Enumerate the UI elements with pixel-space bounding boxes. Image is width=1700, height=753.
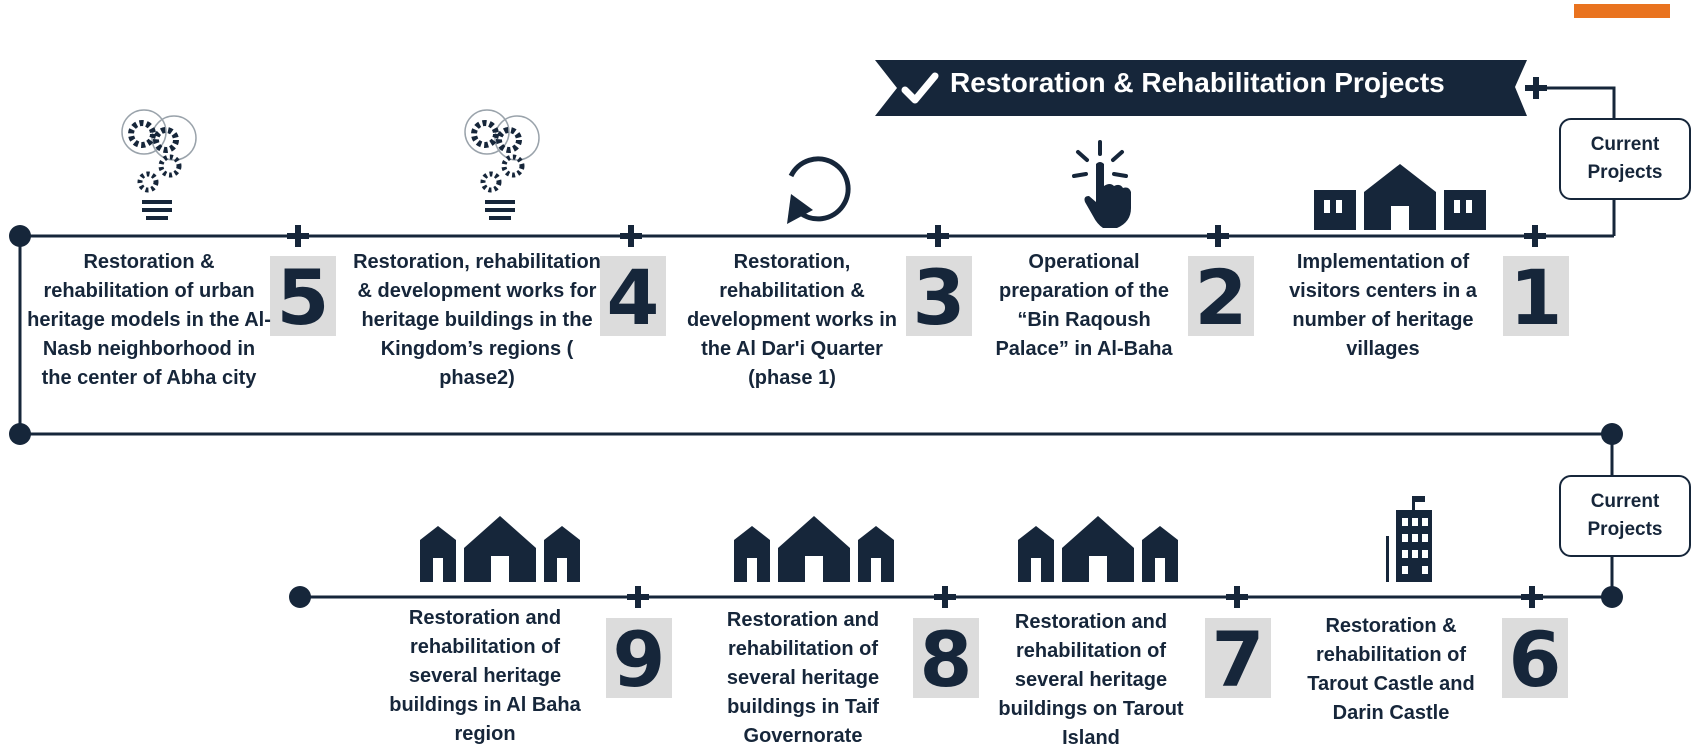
current-projects-label: Current Projects xyxy=(1587,491,1663,540)
project-number: 7 xyxy=(1205,618,1271,702)
project-number: 2 xyxy=(1188,256,1254,340)
plus-icon xyxy=(1525,77,1547,99)
project-label: Operational preparation of the “Bin Raqo… xyxy=(995,251,1173,360)
project-label: Restoration & rehabilitation of Tarout C… xyxy=(1307,615,1475,724)
plus-icon xyxy=(927,225,949,247)
project-label: Restoration, rehabilitation & developmen… xyxy=(686,251,898,389)
timeline-nodes xyxy=(9,225,1623,608)
plus-icon xyxy=(627,586,649,608)
idea-gears-bulb-icon xyxy=(464,109,540,220)
project-label: Restoration and rehabilitation of severa… xyxy=(726,609,880,747)
plus-icon xyxy=(1524,225,1546,247)
plus-icon xyxy=(1207,225,1229,247)
houses-icon xyxy=(1018,516,1178,582)
refresh-arrow-icon xyxy=(787,156,851,224)
project-label: Restoration and rehabilitation of severa… xyxy=(998,611,1184,749)
project-number: 3 xyxy=(906,256,972,340)
project-number: 6 xyxy=(1502,618,1568,702)
timeline-node xyxy=(9,225,31,247)
plus-icon xyxy=(287,225,309,247)
current-projects-box: Current Projects xyxy=(1559,118,1691,200)
project-label: Restoration and rehabilitation of severa… xyxy=(389,607,581,745)
project-label: Restoration & rehabilitation of urban he… xyxy=(27,251,271,389)
accent-bar xyxy=(1574,4,1670,18)
timeline-node xyxy=(9,423,31,445)
project-number: 8 xyxy=(913,618,979,702)
plus-icon xyxy=(1226,586,1248,608)
current-projects-label: Current Projects xyxy=(1587,134,1663,183)
plus-icon xyxy=(1521,586,1543,608)
current-projects-box: Current Projects xyxy=(1559,475,1691,557)
flag-building-icon xyxy=(1386,496,1432,582)
project-number: 5 xyxy=(270,256,336,340)
checkmark-icon xyxy=(901,72,939,104)
project-number: 1 xyxy=(1503,256,1569,340)
plus-markers xyxy=(287,77,1547,608)
timeline-node xyxy=(289,586,311,608)
banner-title: Restoration & Rehabilitation Projects xyxy=(950,67,1445,98)
idea-gears-bulb-icon xyxy=(121,109,197,220)
houses-icon xyxy=(420,516,580,582)
project-label: Implementation of visitors centers in a … xyxy=(1289,251,1477,360)
timeline-node xyxy=(1601,586,1623,608)
project-label: Restoration, rehabilitation & developmen… xyxy=(353,251,601,389)
village-houses-icon xyxy=(1314,164,1486,230)
timeline-node xyxy=(1601,423,1623,445)
tap-hand-icon xyxy=(1072,140,1131,228)
plus-icon xyxy=(620,225,642,247)
project-number: 4 xyxy=(600,256,666,340)
connector-lines xyxy=(18,86,1616,599)
banner-shape xyxy=(875,60,1527,116)
plus-icon xyxy=(934,586,956,608)
houses-icon xyxy=(734,516,894,582)
project-number: 9 xyxy=(606,618,672,702)
